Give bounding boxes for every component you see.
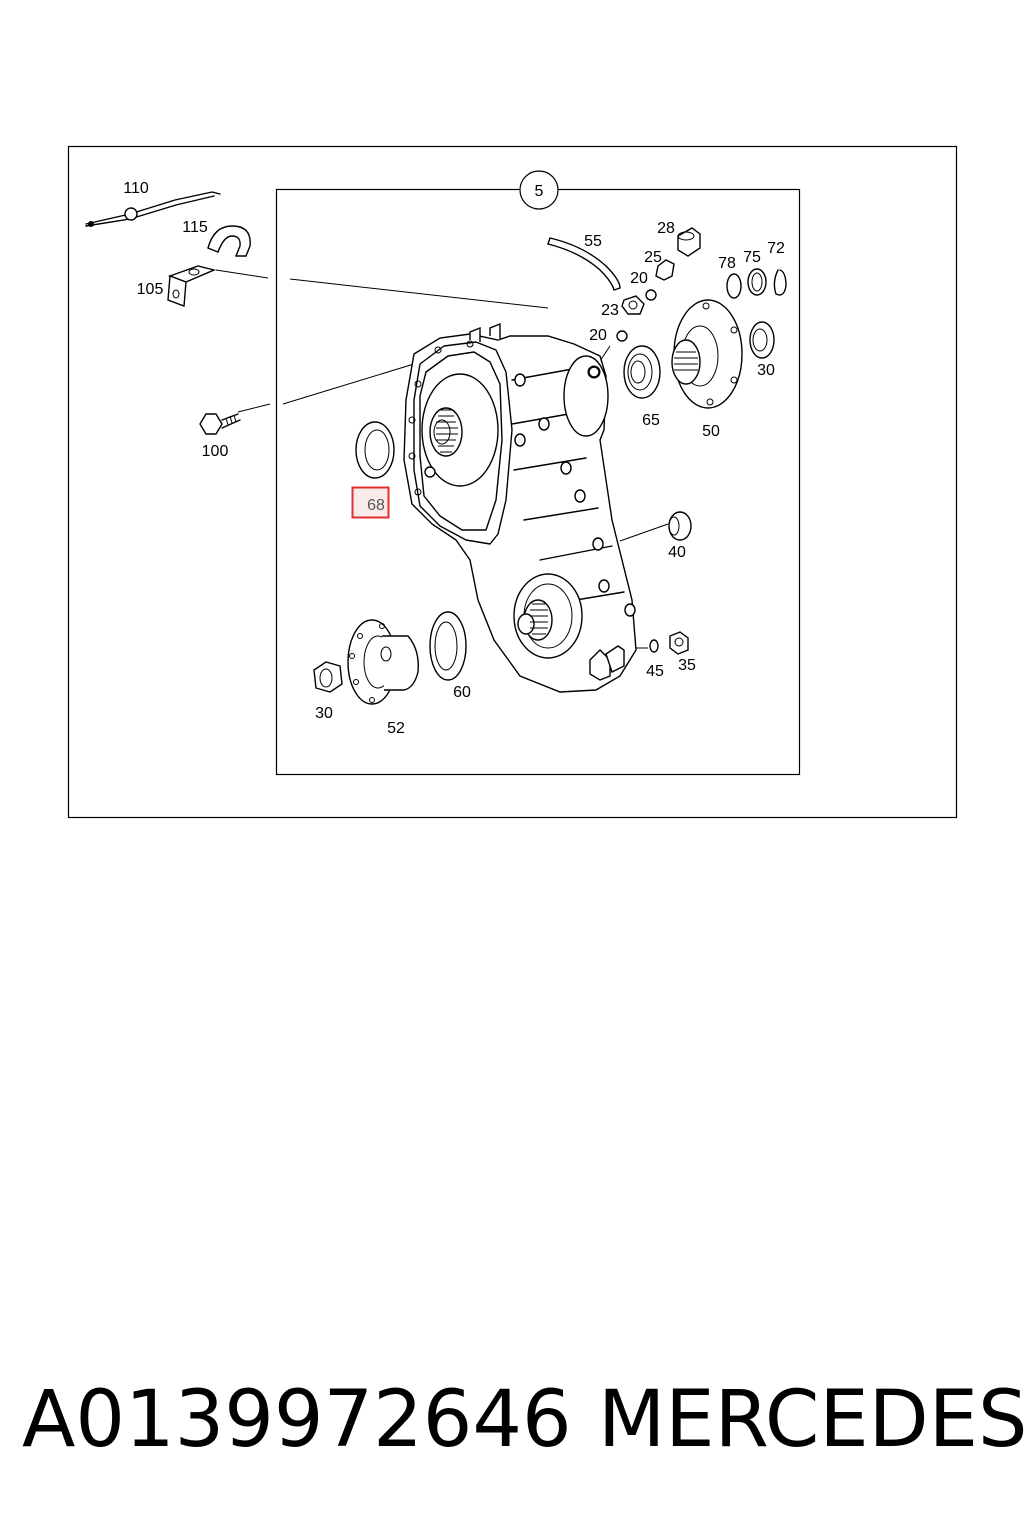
- flange-52: [347, 619, 419, 705]
- label-78: 78: [718, 255, 736, 272]
- nut-30-lower: [313, 661, 343, 693]
- label-105: 105: [137, 281, 164, 298]
- label-52: 52: [387, 720, 405, 737]
- plug-35: [669, 631, 689, 655]
- label-75: 75: [743, 249, 761, 266]
- o-ring-20-lower: [616, 330, 628, 342]
- cable-tie-110: [85, 191, 221, 227]
- ring-78: [726, 273, 742, 299]
- label-45: 45: [646, 663, 664, 680]
- fitting-25: [655, 259, 675, 281]
- brand-name: MERCEDES: [598, 1375, 1024, 1465]
- outer-frame: [67, 145, 958, 819]
- exploded-parts-diagram: 5: [67, 145, 958, 819]
- snap-ring-72: [773, 269, 787, 296]
- label-50: 50: [702, 423, 720, 440]
- label-35: 35: [678, 657, 696, 674]
- hose-115: [207, 225, 251, 257]
- seal-ring-68: [355, 421, 395, 479]
- label-30-lower: 30: [315, 705, 333, 722]
- label-25: 25: [644, 249, 662, 266]
- ring-75-inner: [751, 272, 763, 292]
- union-23: [621, 295, 645, 315]
- label-28: 28: [657, 220, 675, 237]
- label-40: 40: [668, 544, 686, 561]
- label-20-upper: 20: [630, 270, 648, 287]
- label-30-upper: 30: [757, 362, 775, 379]
- highlight-box-68: [351, 486, 390, 519]
- label-55: 55: [584, 233, 602, 250]
- label-23: 23: [601, 302, 619, 319]
- ring-75: [747, 268, 767, 296]
- label-60: 60: [453, 684, 471, 701]
- seal-65: [623, 345, 661, 399]
- seal-60: [429, 611, 467, 681]
- label-65: 65: [642, 412, 660, 429]
- part-labels: 110 115 105 100 68 55 28 25 20 23 20 78 …: [123, 180, 785, 737]
- plug-40: [668, 511, 692, 541]
- label-100: 100: [202, 443, 229, 460]
- flange-50: [671, 299, 743, 409]
- label-115: 115: [182, 219, 208, 236]
- o-ring-20-upper: [645, 289, 657, 301]
- vent-cap-28: [677, 227, 701, 257]
- washer-45: [649, 639, 659, 653]
- label-110: 110: [123, 180, 149, 197]
- group-number: 5: [535, 183, 544, 200]
- part-number: A0139972646: [22, 1375, 572, 1465]
- transfer-case-housing: [403, 322, 637, 693]
- label-20-lower: 20: [589, 327, 607, 344]
- label-72: 72: [767, 240, 785, 257]
- nut-30-upper: [749, 321, 775, 359]
- leader-lines: [215, 269, 669, 649]
- bolt-100: [199, 413, 241, 435]
- breather-tube-55: [547, 237, 621, 291]
- group-circle: [519, 170, 559, 210]
- label-68: 68: [367, 497, 385, 514]
- bracket-105: [167, 265, 217, 307]
